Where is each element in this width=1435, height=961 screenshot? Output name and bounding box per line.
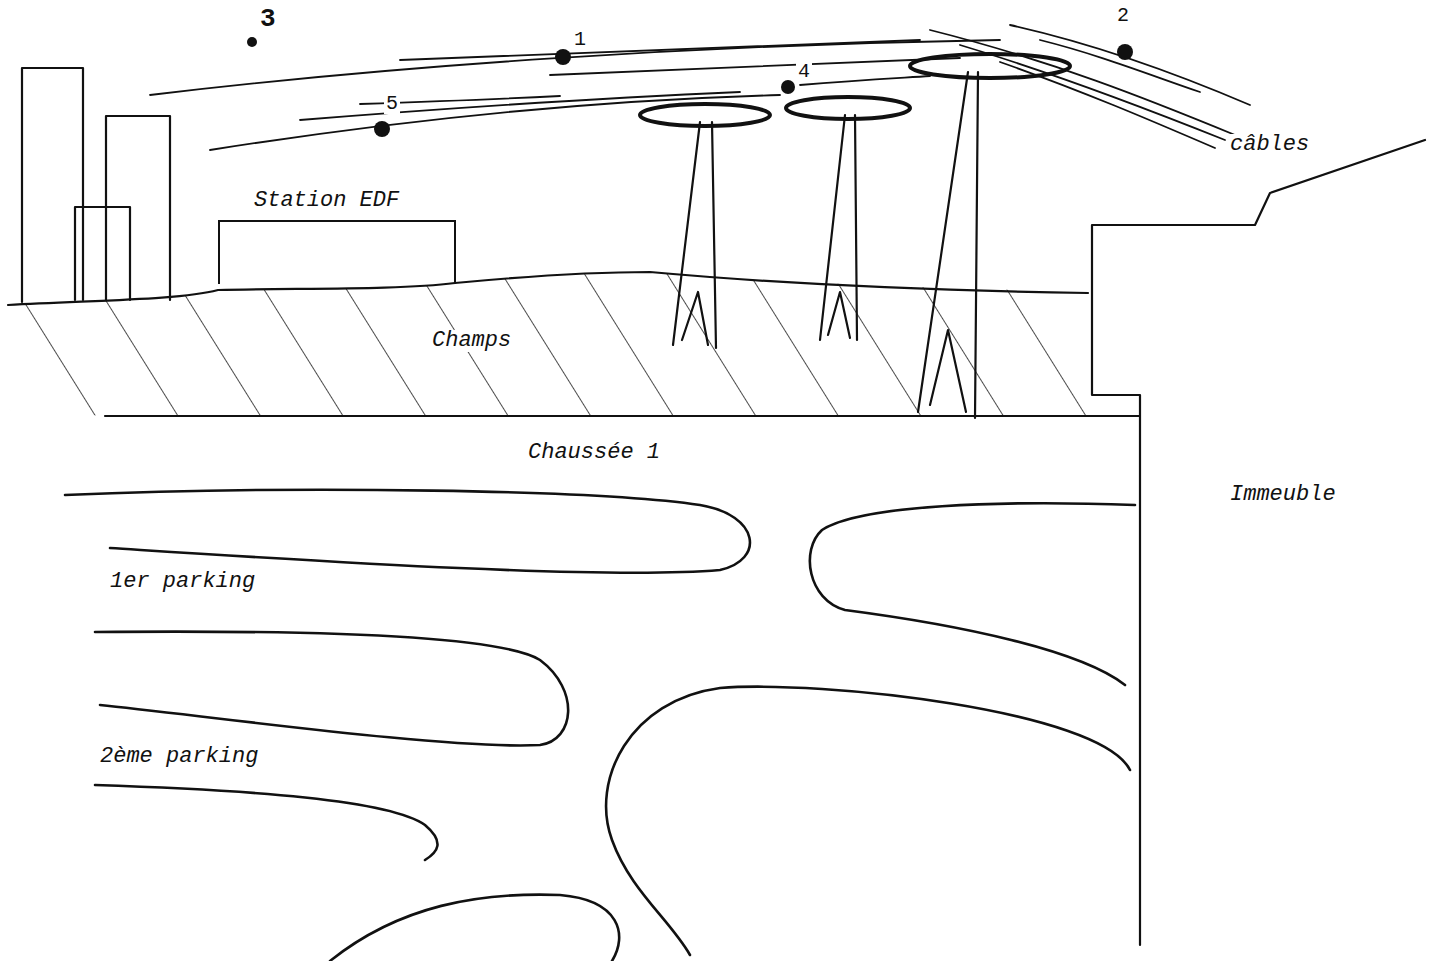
place-label: Chaussée 1 (526, 442, 662, 464)
callout-number: 5 (384, 94, 400, 114)
place-label: Immeuble (1228, 484, 1338, 506)
field-hatching (8, 272, 1140, 416)
building-right (1092, 140, 1425, 945)
horizon-line (8, 272, 1088, 305)
field-edge (105, 415, 1140, 417)
pylon (640, 104, 770, 348)
building (75, 207, 130, 300)
parking-outline (65, 490, 1135, 961)
callout-number: 2 (1115, 6, 1131, 26)
station-box: Station EDF (218, 220, 456, 284)
object-dot (247, 37, 1133, 137)
pylon (786, 97, 910, 340)
place-label: Champs (430, 330, 513, 352)
place-label: câbles (1228, 134, 1311, 156)
place-label: 1er parking (108, 571, 257, 593)
callout-number: 1 (572, 30, 588, 50)
station-label: Station EDF (252, 190, 401, 212)
callout-number: 3 (258, 6, 278, 32)
building (22, 68, 83, 302)
pylon (910, 54, 1070, 418)
place-label: 2ème parking (98, 746, 260, 768)
cables (150, 25, 1250, 150)
callout-number: 4 (796, 62, 812, 82)
